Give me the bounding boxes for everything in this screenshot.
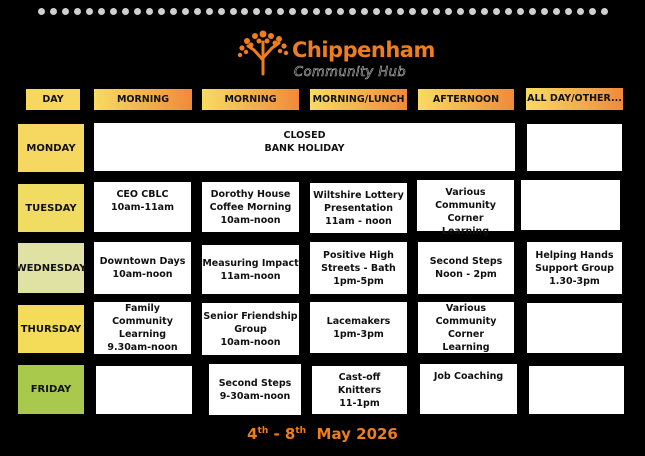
tuesday-afternoon: Various Community Corner Learning	[417, 180, 514, 237]
thursday-morning-1: Family Community Learning 9.30am-noon	[94, 302, 191, 354]
logo: Chippenham Community Hub	[234, 26, 435, 82]
logo-subtitle: Community Hub	[294, 65, 407, 81]
day-thursday: THURSDAY	[18, 305, 84, 353]
wednesday-morning-1: Downtown Days 10am-noon	[94, 242, 191, 294]
tuesday-other	[521, 180, 620, 230]
header-morning-2: MORNING	[202, 89, 299, 110]
thursday-other	[527, 303, 622, 353]
tuesday-morning-1: CEO CBLC 10am-11am	[94, 182, 191, 232]
binder-holes	[38, 8, 608, 15]
friday-morning-1	[96, 366, 192, 414]
header-all-day-other: ALL DAY/OTHER...	[526, 88, 623, 110]
tuesday-morning-lunch: Wiltshire Lottery Presentation 11am - no…	[310, 183, 407, 233]
header-morning-lunch: MORNING/LUNCH	[310, 89, 407, 110]
day-friday: FRIDAY	[18, 365, 84, 414]
date-range: 4th - 8th May 2026	[247, 425, 398, 443]
day-tuesday: TUESDAY	[18, 184, 84, 232]
friday-morning-lunch: Cast-off Knitters 11-1pm	[312, 366, 407, 414]
wednesday-morning-lunch: Positive High Streets - Bath 1pm-5pm	[310, 242, 407, 294]
header-morning-1: MORNING	[94, 89, 192, 110]
header-afternoon: AFTERNOON	[418, 89, 514, 110]
day-monday: MONDAY	[18, 124, 84, 172]
thursday-morning-lunch: Lacemakers 1pm-3pm	[310, 302, 407, 353]
monday-other-cell	[527, 124, 622, 171]
tree-icon	[237, 30, 289, 76]
wednesday-other: Helping Hands Support Group 1.30-3pm	[527, 242, 622, 294]
thursday-morning-2: Senior Friendship Group 10am-noon	[202, 303, 299, 355]
friday-morning-2: Second Steps 9-30am-noon	[209, 364, 301, 415]
friday-other	[529, 366, 624, 414]
monday-closed-cell: CLOSED BANK HOLIDAY	[94, 123, 515, 171]
header-day: DAY	[26, 89, 80, 110]
day-wednesday: WEDNESDAY	[16, 243, 86, 293]
wednesday-morning-2: Measuring Impact 11am-noon	[202, 245, 299, 294]
wednesday-afternoon: Second Steps Noon - 2pm	[418, 242, 514, 294]
friday-afternoon: Job Coaching	[420, 364, 517, 414]
tuesday-morning-2: Dorothy House Coffee Morning 10am-noon	[202, 182, 299, 232]
thursday-afternoon: Various Community Corner Learning	[418, 302, 514, 353]
logo-title: Chippenham	[292, 38, 435, 62]
monday-closed-text: CLOSED BANK HOLIDAY	[264, 130, 345, 154]
